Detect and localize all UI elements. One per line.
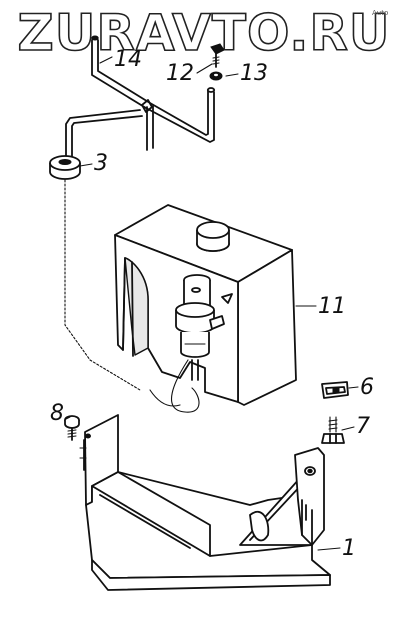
callout-leaders [65,56,359,551]
callout-7: 7 [356,414,370,439]
part-7-bolt [321,416,345,444]
callout-8: 8 [50,401,64,426]
watermark-text: ZURAVTO.RU [18,4,391,62]
callout-14: 14 [114,47,142,72]
part-14-washer-tube [65,35,216,161]
callout-1: 1 [342,536,356,561]
callout-12: 12 [166,61,194,86]
part-3-grommet [49,155,81,180]
part-6-clip [321,381,349,399]
assembly-axis-line [64,179,141,391]
part-8-screw [64,415,80,441]
callout-6: 6 [360,375,374,400]
callout-13: 13 [240,61,268,86]
part-1-mounting-bracket [79,414,331,591]
watermark-small-mark: Auto [372,9,388,17]
part-13-nut [209,71,223,81]
tube-end-cap [91,35,99,41]
callout-11: 11 [318,294,346,319]
callout-3: 3 [94,151,108,176]
part-12-screw [210,43,225,68]
part-11-reservoir-tank [114,204,297,413]
washer-pump [175,274,225,381]
